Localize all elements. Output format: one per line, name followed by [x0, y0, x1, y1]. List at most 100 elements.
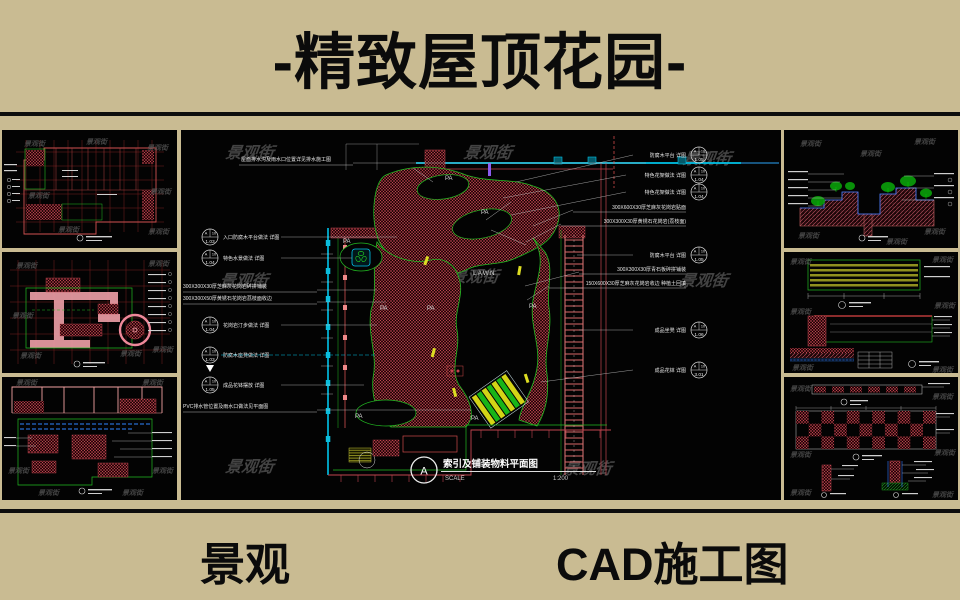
svg-text:景观街: 景观街 [790, 488, 813, 497]
annotation-top: 屋面排水沟及雨水口位置详见排水施工图 [239, 156, 646, 166]
pond-trefoil [355, 251, 367, 262]
svg-text:PA: PA [481, 210, 489, 216]
main-plan-panel[interactable]: 景观街 景观街 景观街 景观街 景观街 景观街 景观街 景观街 [181, 130, 781, 500]
svg-text:10: 10 [701, 250, 705, 254]
hatched-paving [45, 277, 119, 337]
watermarks: 景观街 景观街 景观街 景观街 景观街 景观街 [12, 259, 175, 360]
internal-pointers [412, 167, 527, 246]
watermarks: 景观街 景观街 景观街 景观街 景观街 景观街 景观街 [24, 137, 173, 236]
thumbnail-floor-plan-1[interactable]: 景观街 景观街 景观街 景观街 景观街 景观街 景观街 [2, 130, 177, 248]
callout-bubble: A 10 1.06 [690, 321, 708, 339]
watermarks: 景观街 景观街 景观街 景观街 景观街 景观街 [790, 384, 957, 499]
annotations-left: A 10 1.03 入口防腐木平台做法 详图 A 10 1.04 特色水景做法 … [183, 228, 471, 413]
svg-text:A: A [205, 320, 208, 324]
top-divider-line [0, 112, 960, 116]
bench-plan-detail [807, 259, 950, 299]
svg-text:景观街: 景观街 [16, 378, 39, 387]
svg-text:300X300X30厚芝麻灰花岗岩碎拼铺装: 300X300X30厚芝麻灰花岗岩碎拼铺装 [183, 283, 267, 290]
svg-text:景观街: 景观街 [58, 225, 81, 234]
svg-text:A: A [420, 466, 428, 478]
drawing-title-block: A 索引及铺装物料平面图 SCALE 1:200 [410, 456, 596, 484]
svg-text:PA: PA [380, 306, 388, 312]
sheet-title-mark [858, 234, 888, 242]
svg-text:景观街: 景观街 [16, 261, 39, 270]
green-zone-outline-2 [61, 203, 103, 221]
column-grid [10, 260, 170, 364]
svg-text:1.03: 1.03 [205, 357, 215, 363]
thumbnail-paving-plan-3[interactable]: 景观街 景观街 景观街 景观街 景观街 景观街 [2, 377, 177, 500]
svg-text:特色花架做法 详图: 特色花架做法 详图 [645, 189, 686, 196]
svg-text:景观街: 景观街 [8, 466, 31, 475]
svg-text:景观街: 景观街 [24, 139, 47, 148]
thumbnail-roof-plan-2[interactable]: 景观街 景观街 景观街 景观街 景观街 景观街 [2, 252, 177, 373]
thumbnail-bench-detail[interactable]: 景观街 景观街 景观街 景观街 景观街 景观街 [784, 252, 958, 373]
svg-text:300X300X50厚黄锈石花岗岩荔枝面收边: 300X300X50厚黄锈石花岗岩荔枝面收边 [183, 295, 272, 302]
svg-text:10: 10 [212, 253, 216, 257]
material-table [857, 351, 893, 369]
pink-walkways [30, 292, 120, 348]
watermarks: 景观街 景观街 景观街 景观街 景观街 景观街 [790, 255, 957, 373]
garden-stairs [468, 370, 529, 429]
svg-text:10: 10 [212, 232, 216, 236]
svg-text:景观街: 景观街 [225, 144, 278, 162]
scale-value: 1:200 [553, 476, 569, 482]
roof-plan-2-drawing: 景观街 景观街 景观街 景观街 景观街 景观街 [10, 259, 175, 368]
svg-text:景观街: 景观街 [28, 191, 51, 200]
svg-text:景观街: 景观街 [148, 259, 171, 268]
callout-bubble: A 10 1.04 [201, 249, 219, 267]
svg-text:入口防腐木平台做法 详图: 入口防腐木平台做法 详图 [223, 234, 279, 241]
svg-text:景观街: 景观街 [152, 345, 175, 354]
callout-bubble: A 10 3.01 [690, 361, 708, 379]
svg-text:景观街: 景观街 [224, 458, 277, 476]
shrub-stems [817, 182, 927, 206]
svg-text:景观街: 景观街 [790, 307, 813, 316]
thumbnail-wall-details[interactable]: 景观街 景观街 景观街 景观街 景观街 景观街 [784, 377, 958, 500]
svg-text:成品坐凳 详图: 成品坐凳 详图 [655, 327, 686, 334]
area-labels: LAWN PA PA PA PA PA PA PA PA [343, 176, 537, 422]
callout-bubble: A 10 1.04 [690, 183, 708, 201]
thumbnail-planting-section[interactable]: 景观街 景观街 景观街 景观街 景观街 景观街 [784, 130, 958, 248]
svg-text:景观街: 景观街 [463, 144, 516, 162]
svg-text:1.06: 1.06 [694, 332, 704, 338]
svg-text:A: A [694, 325, 697, 329]
callout-bubble: A 10 1.05 [690, 246, 708, 264]
hatched-paving [27, 434, 129, 478]
table-symbol [446, 365, 464, 377]
footer-category-label: 景观 [200, 539, 291, 590]
green-zone-outline [24, 148, 46, 190]
svg-text:成品花钵摆放 详图: 成品花钵摆放 详图 [223, 382, 264, 389]
svg-text:景观街: 景观街 [934, 448, 957, 457]
svg-text:景观街: 景观街 [86, 137, 109, 146]
svg-text:PA: PA [427, 306, 435, 312]
pergola-trellis [558, 225, 586, 475]
footer-banner [0, 513, 960, 600]
hatched-rooms [14, 398, 157, 414]
svg-text:花岗岩汀步做法 详图: 花岗岩汀步做法 详图 [223, 322, 269, 329]
column-section-detail [881, 460, 934, 498]
svg-text:1.04: 1.04 [694, 194, 704, 200]
svg-text:景观街: 景观街 [120, 349, 143, 358]
svg-text:150X600X30厚芝麻灰花岗岩收边 种植土回填: 150X600X30厚芝麻灰花岗岩收边 种植土回填 [586, 280, 686, 287]
blue-drain-lines [20, 423, 152, 430]
svg-text:300X300X30厚青石板碎拼铺装: 300X300X30厚青石板碎拼铺装 [617, 266, 686, 273]
svg-text:景观街: 景观街 [798, 231, 821, 240]
planting-section-drawing: 景观街 景观街 景观街 景观街 景观街 景观街 [788, 137, 954, 246]
svg-text:A: A [694, 250, 697, 254]
svg-text:LAWN: LAWN [473, 270, 496, 277]
watermarks: 景观街 景观街 景观街 景观街 景观街 景观街 [798, 137, 947, 246]
svg-text:景观街: 景观街 [679, 272, 732, 290]
svg-text:A: A [694, 365, 697, 369]
east-boundary [600, 163, 607, 475]
svg-text:A: A [205, 232, 208, 236]
corner-section-detail [821, 464, 858, 498]
svg-text:10: 10 [212, 350, 216, 354]
svg-text:景观街: 景观街 [932, 365, 955, 373]
svg-text:1.05: 1.05 [694, 257, 704, 263]
shrub-symbols [811, 175, 932, 206]
svg-text:成品花钵 详图: 成品花钵 详图 [655, 367, 686, 374]
svg-text:景观街: 景观街 [924, 227, 947, 236]
sheet-title-mark [76, 234, 112, 242]
svg-text:A: A [694, 187, 697, 191]
sheet-title-mark [838, 301, 871, 309]
svg-text:景观街: 景观街 [914, 137, 937, 146]
